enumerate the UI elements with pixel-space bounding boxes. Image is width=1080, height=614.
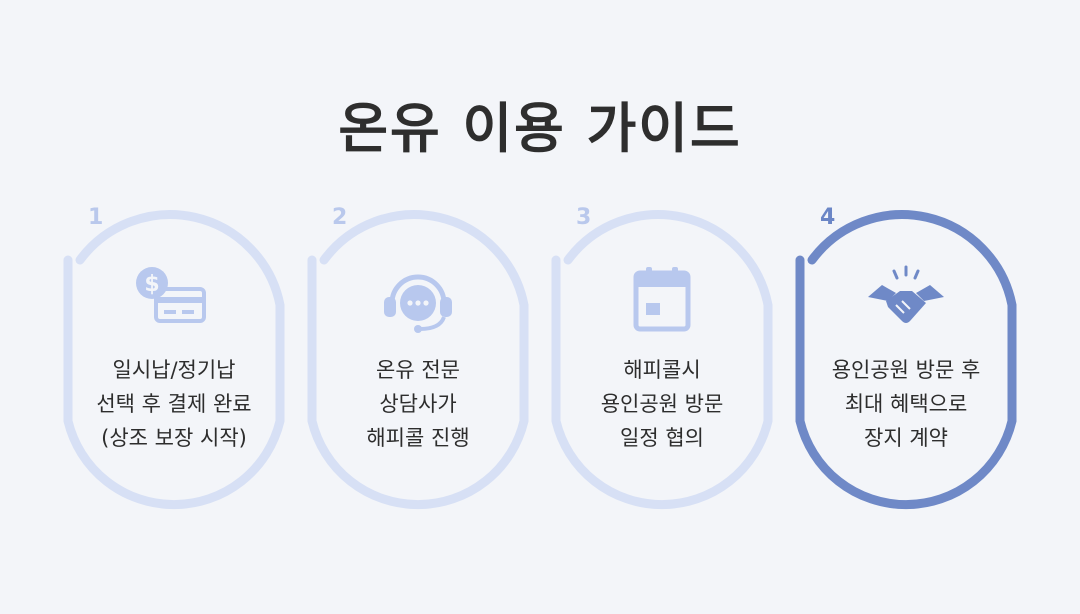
step-number: 4	[820, 205, 836, 230]
step-frame	[63, 210, 285, 510]
step-number: 2	[332, 205, 348, 230]
handshake-icon	[868, 265, 944, 323]
step-line: (상조 보장 시작)	[101, 426, 247, 450]
step-frame	[551, 210, 773, 510]
step-line: 일정 협의	[620, 426, 704, 450]
step-card-2: 2 온유 전문 상담사가 해피콜 진행	[306, 185, 530, 531]
step-number: 1	[88, 205, 104, 230]
payment-card-icon: $	[136, 267, 206, 323]
step-frame	[307, 210, 529, 510]
step-line: 해피콜시	[623, 358, 701, 382]
step-line: 장지 계약	[864, 426, 948, 450]
step-text: 해피콜시 용인공원 방문 일정 협의	[550, 353, 774, 455]
step-text: 용인공원 방문 후 최대 혜택으로 장지 계약	[794, 353, 1018, 455]
step-frame	[795, 210, 1017, 510]
step-text: 온유 전문 상담사가 해피콜 진행	[306, 353, 530, 455]
step-number: 3	[576, 205, 592, 230]
calendar-icon	[633, 267, 691, 332]
step-card-1: 1 $ 일시납/정기납 선택 후 결제 완료 (상조 보장 시작)	[62, 185, 286, 531]
step-line: 일시납/정기납	[112, 358, 236, 382]
step-text: 일시납/정기납 선택 후 결제 완료 (상조 보장 시작)	[62, 353, 286, 455]
step-card-4: 4 용인공원 방문 후 최대 혜택으로 장지 계약	[794, 185, 1018, 531]
step-line: 용인공원 방문 후	[831, 358, 981, 382]
step-card-3: 3 해피콜시 용인공원 방문 일정 협의	[550, 185, 774, 531]
step-line: 온유 전문	[376, 358, 460, 382]
chat-headset-icon	[384, 274, 452, 333]
step-line: 최대 혜택으로	[844, 392, 968, 416]
step-line: 상담사가	[379, 392, 457, 416]
step-line: 용인공원 방문	[600, 392, 724, 416]
page-title: 온유 이용 가이드	[338, 97, 742, 160]
step-line: 해피콜 진행	[366, 426, 470, 450]
step-line: 선택 후 결제 완료	[96, 392, 252, 416]
svg-text:$: $	[144, 272, 159, 297]
